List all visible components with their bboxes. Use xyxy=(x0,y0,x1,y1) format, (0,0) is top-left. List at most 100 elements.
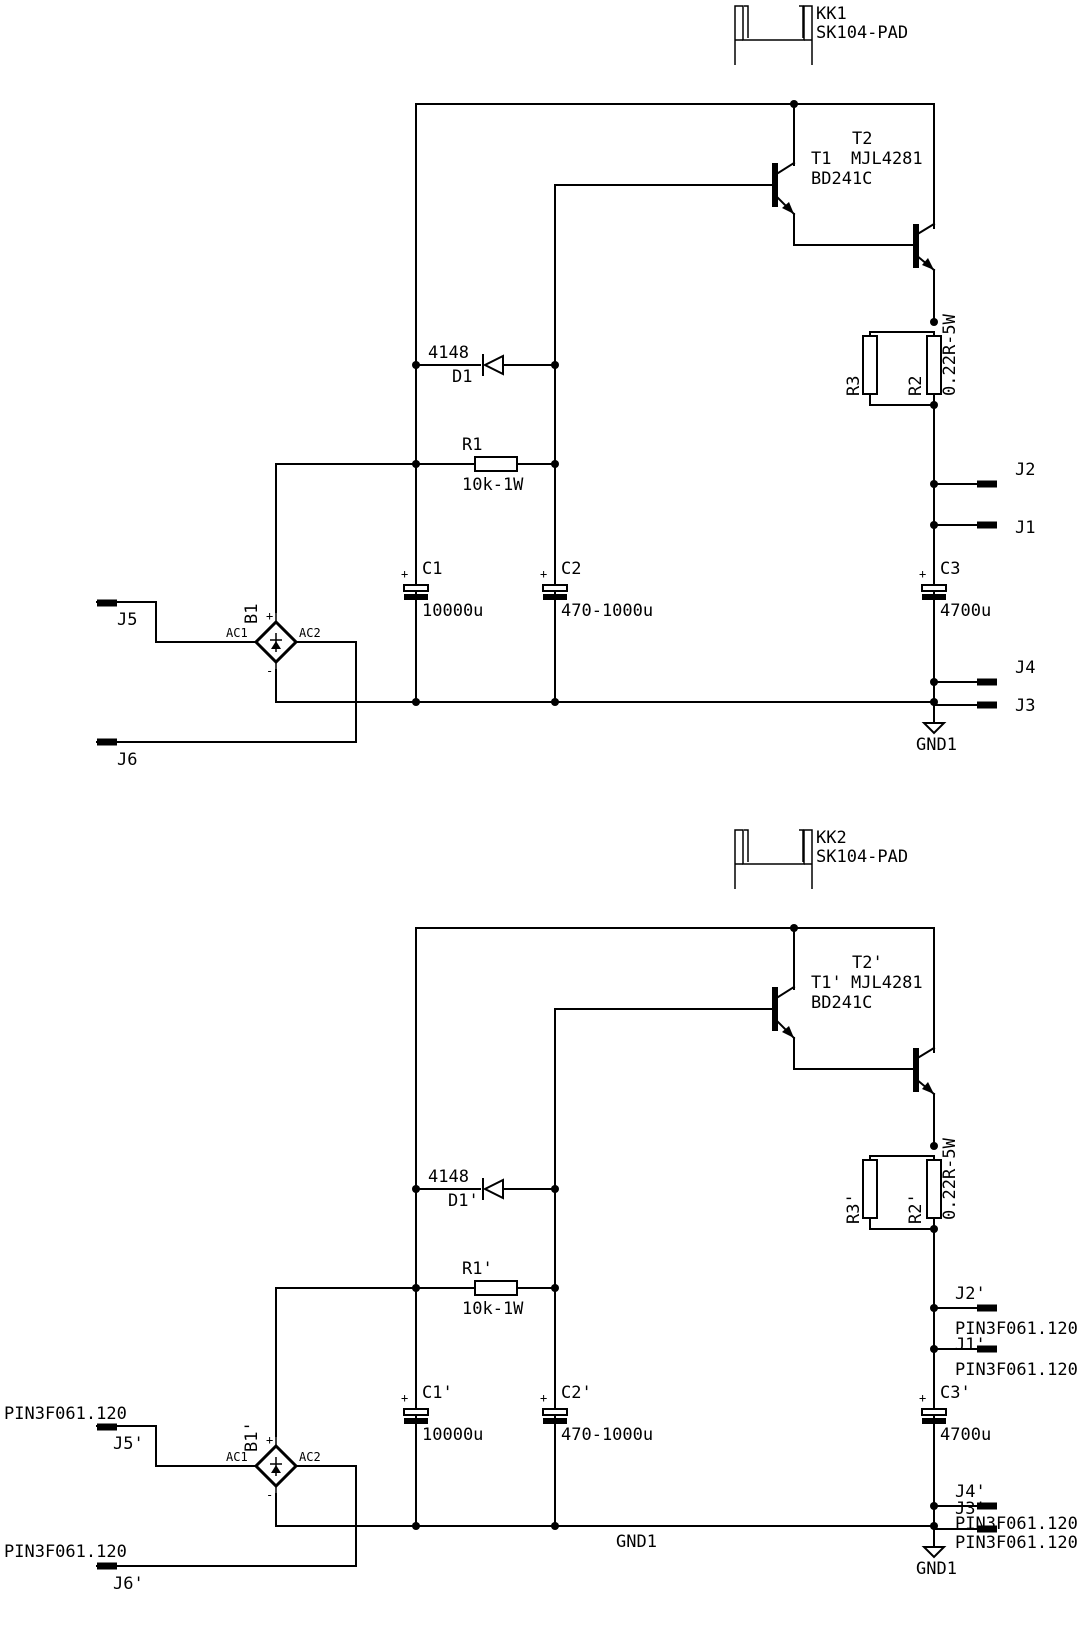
connector-j1-value: PIN3F061.120 xyxy=(955,1360,1078,1380)
diode-d1-symbol xyxy=(482,354,504,376)
heatsink-kk1-symbol xyxy=(734,5,813,65)
capacitor-plus-sign: + xyxy=(919,1391,926,1405)
bridge-pin-ac2: AC2 xyxy=(299,626,321,640)
heatsink-value: SK104-PAD xyxy=(816,23,908,43)
capacitor-c3-ref: C3 xyxy=(940,559,960,579)
diode-ref: D1 xyxy=(452,367,472,387)
connector-pads xyxy=(97,480,997,746)
transistor-t1-symbol xyxy=(759,985,796,1040)
capacitor-c2-symbol xyxy=(542,1408,568,1424)
schematic-bottom: KK2 SK104-PAD xyxy=(4,828,1078,1594)
bridge-pin-minus: - xyxy=(266,664,273,678)
capacitor-c3-symbol xyxy=(921,1408,947,1424)
capacitor-c3-value: 4700u xyxy=(940,1425,991,1445)
transistor-t2-ref: T2 xyxy=(852,129,872,149)
capacitor-plus-sign: + xyxy=(540,1391,547,1405)
connector-j6-value: PIN3F061.120 xyxy=(4,1542,127,1562)
ground-symbol xyxy=(921,701,947,735)
ground-label: GND1 xyxy=(916,735,957,755)
capacitor-c1-ref: C1 xyxy=(422,559,442,579)
bridge-ref: B1' xyxy=(242,1421,262,1452)
connector-j5-label: J5' xyxy=(113,1434,144,1454)
ground-net-label: GND1 xyxy=(616,1532,657,1552)
transistor-t2-value: MJL4281 xyxy=(851,149,923,169)
connector-j1-label: J1' xyxy=(955,1335,986,1355)
capacitor-c1-symbol xyxy=(403,1408,429,1424)
transistor-t2-value: MJL4281 xyxy=(851,973,923,993)
connector-j3-label: J3' xyxy=(955,1499,986,1519)
capacitor-c2-ref: C2 xyxy=(561,559,581,579)
heatsink-ref: KK2 xyxy=(816,828,847,848)
connector-j2-label: J2' xyxy=(955,1284,986,1304)
resistor-r2-value: 0.22R-5W xyxy=(940,313,960,396)
junction-dots xyxy=(412,924,938,1530)
capacitor-c1-symbol xyxy=(403,584,429,600)
connector-j3-label: J3 xyxy=(1015,696,1035,716)
resistor-r2-symbol xyxy=(926,335,942,395)
resistor-r2-ref: R2' xyxy=(906,1193,926,1224)
resistor-r3-ref: R3 xyxy=(844,376,864,396)
bridge-pin-plus: + xyxy=(266,1433,273,1447)
resistor-r2-ref: R2 xyxy=(906,376,926,396)
bridge-rectifier-b1-symbol xyxy=(253,1436,299,1494)
resistor-r2-symbol xyxy=(926,1159,942,1219)
transistor-t1-value: BD241C xyxy=(811,993,872,1013)
connector-j6-label: J6 xyxy=(117,750,137,770)
capacitor-plus-sign: + xyxy=(919,567,926,581)
diode-ref: D1' xyxy=(448,1191,479,1211)
bridge-pin-ac1: AC1 xyxy=(226,1450,248,1464)
resistor-r1-symbol xyxy=(474,1280,518,1296)
connector-j1-label: J1 xyxy=(1015,518,1035,538)
diode-value: 4148 xyxy=(428,343,469,363)
ground-symbol xyxy=(921,1525,947,1559)
bridge-pin-plus: + xyxy=(266,609,273,623)
capacitor-c3-value: 4700u xyxy=(940,601,991,621)
bridge-pin-ac1: AC1 xyxy=(226,626,248,640)
capacitor-c2-ref: C2' xyxy=(561,1383,592,1403)
capacitor-c2-symbol xyxy=(542,584,568,600)
junction-dots xyxy=(412,100,938,706)
connector-j4-value: PIN3F061.120 xyxy=(955,1514,1078,1534)
connector-j2-value: PIN3F061.120 xyxy=(955,1319,1078,1339)
bridge-rectifier-b1-symbol xyxy=(253,612,299,670)
capacitor-c2-value: 470-1000u xyxy=(561,601,653,621)
ground-label: GND1 xyxy=(916,1559,957,1579)
capacitor-c3-ref: C3' xyxy=(940,1383,971,1403)
heatsink-kk2-symbol xyxy=(734,829,813,889)
resistor-r1-ref: R1' xyxy=(462,1259,493,1279)
connector-j3-value: PIN3F061.120 xyxy=(955,1533,1078,1553)
connector-pads xyxy=(97,1304,997,1570)
heatsink-value: SK104-PAD xyxy=(816,847,908,867)
resistor-r1-ref: R1 xyxy=(462,435,482,455)
resistor-r1-value: 10k-1W xyxy=(462,1299,524,1319)
connector-j6-label: J6' xyxy=(113,1574,144,1594)
transistor-t1-value: BD241C xyxy=(811,169,872,189)
capacitor-c1-value: 10000u xyxy=(422,1425,483,1445)
heatsink-ref: KK1 xyxy=(816,4,847,24)
capacitor-c3-symbol xyxy=(921,584,947,600)
bridge-pin-ac2: AC2 xyxy=(299,1450,321,1464)
capacitor-c2-value: 470-1000u xyxy=(561,1425,653,1445)
connector-j4-label: J4' xyxy=(955,1482,986,1502)
resistor-r2-value: 0.22R-5W xyxy=(940,1137,960,1220)
resistor-r3-symbol xyxy=(862,335,878,395)
connector-j2-label: J2 xyxy=(1015,460,1035,480)
bridge-pin-minus: - xyxy=(266,1488,273,1502)
connector-j5-label: J5 xyxy=(117,610,137,630)
schematic-top: KK1 SK104-PAD xyxy=(96,4,1035,770)
transistor-t2-symbol xyxy=(901,222,936,272)
diode-value: 4148 xyxy=(428,1167,469,1187)
wires xyxy=(96,103,978,743)
capacitor-c1-value: 10000u xyxy=(422,601,483,621)
capacitor-plus-sign: + xyxy=(540,567,547,581)
resistor-r3-ref: R3' xyxy=(844,1193,864,1224)
resistor-r3-symbol xyxy=(862,1159,878,1219)
connector-j4-label: J4 xyxy=(1015,658,1035,678)
transistor-t1-ref: T1' xyxy=(811,973,842,993)
wires xyxy=(96,927,978,1567)
capacitor-plus-sign: + xyxy=(401,1391,408,1405)
diode-d1-symbol xyxy=(482,1178,504,1200)
transistor-t2-ref: T2' xyxy=(852,953,883,973)
transistor-t1-ref: T1 xyxy=(811,149,831,169)
